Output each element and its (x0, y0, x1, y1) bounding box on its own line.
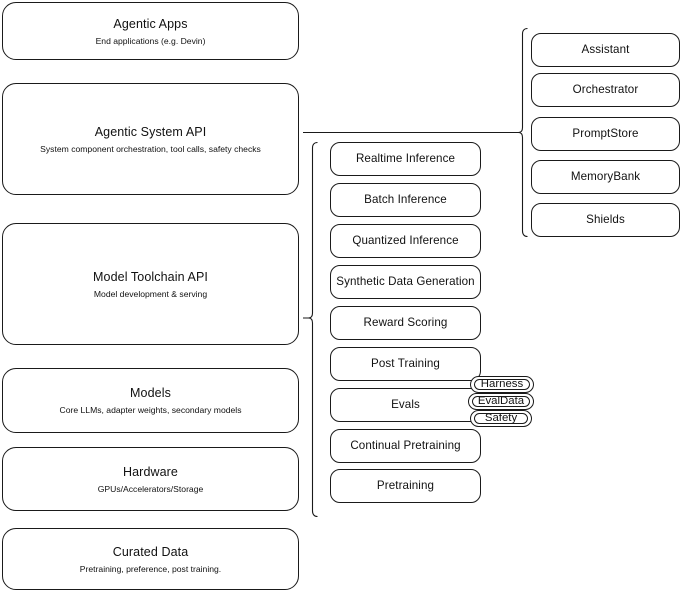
eval-pill-label: EvalData (477, 395, 525, 407)
capability-realtime-inference[interactable]: Realtime Inference (330, 142, 481, 176)
capability-label: Evals (391, 398, 420, 411)
component-label: PromptStore (572, 127, 639, 140)
capability-label: Continual Pretraining (350, 439, 461, 452)
layer-subtitle: Core LLMs, adapter weights, secondary mo… (59, 405, 242, 415)
component-shields[interactable]: Shields (531, 203, 680, 237)
component-label: Orchestrator (572, 83, 639, 96)
layer-agentic-system-api[interactable]: Agentic System API System component orch… (2, 83, 299, 195)
capability-post-training[interactable]: Post Training (330, 347, 481, 381)
capability-batch-inference[interactable]: Batch Inference (330, 183, 481, 217)
capability-continual-pretraining[interactable]: Continual Pretraining (330, 429, 481, 463)
capability-pretraining[interactable]: Pretraining (330, 469, 481, 503)
layer-subtitle: GPUs/Accelerators/Storage (97, 483, 204, 494)
component-label: MemoryBank (570, 170, 641, 183)
layer-model-toolchain-api[interactable]: Model Toolchain API Model development & … (2, 223, 299, 345)
capability-label: Quantized Inference (352, 234, 459, 247)
layer-title: Curated Data (112, 544, 189, 559)
capability-quantized-inference[interactable]: Quantized Inference (330, 224, 481, 258)
component-label: Shields (586, 213, 625, 226)
capability-label: Batch Inference (364, 193, 447, 206)
eval-pill-label: Safety (484, 412, 518, 424)
capability-label: Post Training (371, 357, 440, 370)
component-orchestrator[interactable]: Orchestrator (531, 73, 680, 107)
component-assistant[interactable]: Assistant (531, 33, 680, 67)
layer-curated-data[interactable]: Curated Data Pretraining, preference, po… (2, 528, 299, 590)
component-label: Assistant (581, 43, 630, 56)
layer-agentic-apps[interactable]: Agentic Apps End applications (e.g. Devi… (2, 2, 299, 60)
eval-pill-label: Harness (480, 378, 524, 390)
layer-subtitle: End applications (e.g. Devin) (95, 35, 206, 46)
layer-models[interactable]: Models Core LLMs, adapter weights, secon… (2, 368, 299, 433)
capability-label: Pretraining (376, 479, 435, 492)
component-promptstore[interactable]: PromptStore (531, 117, 680, 151)
layer-subtitle: Model development & serving (93, 288, 208, 299)
capability-label: Reward Scoring (363, 316, 448, 329)
layer-hardware[interactable]: Hardware GPUs/Accelerators/Storage (2, 447, 299, 511)
layer-subtitle: Pretraining, preference, post training. (79, 563, 222, 574)
eval-pill-safety[interactable]: Safety (470, 410, 532, 427)
brace-middle-column (303, 141, 318, 518)
layer-title: Hardware (123, 464, 178, 479)
capability-label: Realtime Inference (355, 152, 456, 165)
capability-label: Synthetic Data Generation (336, 275, 475, 288)
eval-pill-harness[interactable]: Harness (470, 376, 534, 393)
capability-evals[interactable]: Evals (330, 388, 481, 422)
brace-right-column (513, 27, 528, 238)
layer-subtitle: System component orchestration, tool cal… (40, 143, 261, 154)
capability-reward-scoring[interactable]: Reward Scoring (330, 306, 481, 340)
layer-title: Models (130, 386, 171, 400)
capability-synthetic-data-generation[interactable]: Synthetic Data Generation (330, 265, 481, 299)
layer-title: Agentic Apps (113, 16, 188, 31)
layer-title: Agentic System API (94, 124, 207, 139)
component-memorybank[interactable]: MemoryBank (531, 160, 680, 194)
layer-title: Model Toolchain API (93, 269, 208, 284)
eval-pill-evaldata[interactable]: EvalData (468, 393, 534, 410)
